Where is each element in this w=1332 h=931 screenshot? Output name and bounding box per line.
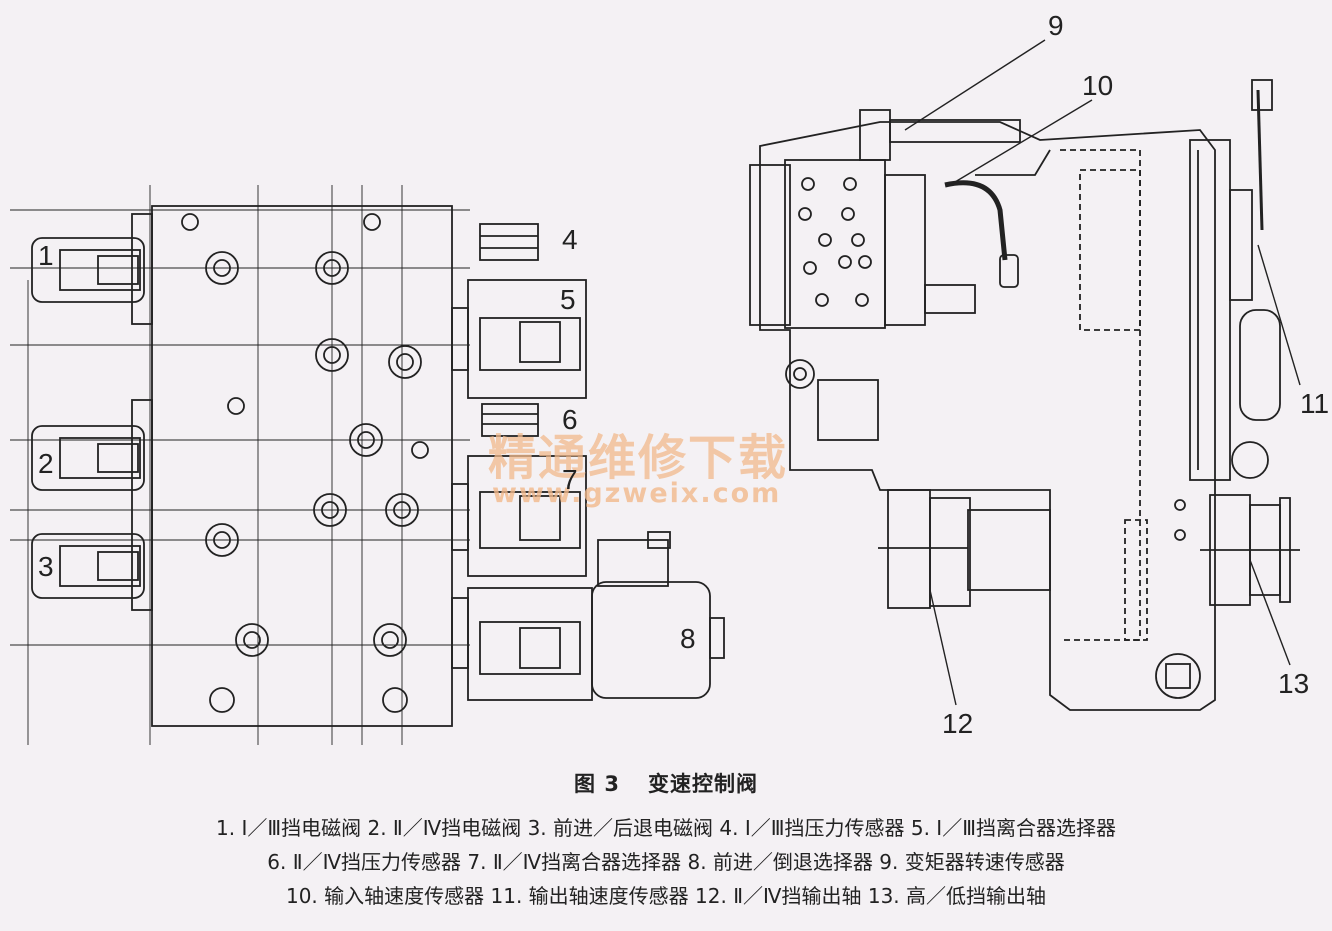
label-11: 11 <box>1300 388 1330 419</box>
valve-block-side <box>749 109 1021 441</box>
legend-line-2: 6. Ⅱ／Ⅳ挡压力传感器 7. Ⅱ／Ⅳ挡离合器选择器 8. 前进／倒退选择器 9… <box>267 850 1065 874</box>
label-3: 3 <box>38 551 54 582</box>
label-1: 1 <box>38 240 54 271</box>
valve-bolts <box>181 213 429 713</box>
label-10: 10 <box>1082 70 1114 101</box>
label-7: 7 <box>562 464 578 495</box>
legend-line-1: 1. Ⅰ／Ⅲ挡电磁阀 2. Ⅱ／Ⅳ挡电磁阀 3. 前进／后退电磁阀 4. Ⅰ／Ⅲ… <box>216 816 1116 840</box>
pressure-sensors <box>479 223 539 437</box>
figure-caption: 图 3 变速控制阀 <box>0 768 1332 798</box>
label-5: 5 <box>560 284 576 315</box>
label-8: 8 <box>680 623 696 654</box>
label-6: 6 <box>562 404 578 435</box>
output-shaft-right <box>1200 494 1300 606</box>
watermark-text: 精通维修下载 <box>488 430 789 486</box>
speed-sensor-cable <box>944 180 1008 261</box>
label-13: 13 <box>1278 668 1310 699</box>
legend-line-3: 10. 输入轴速度传感器 11. 输出轴速度传感器 12. Ⅱ／Ⅳ挡输出轴 13… <box>285 884 1047 908</box>
figure-number: 图 3 <box>574 772 620 796</box>
label-2: 2 <box>38 448 54 479</box>
clutch-selectors <box>451 279 725 701</box>
figure-title: 变速控制阀 <box>647 772 758 796</box>
label-4: 4 <box>562 224 578 255</box>
watermark-url: www.gzweix.com <box>492 478 782 509</box>
output-shaft-left <box>878 489 1051 609</box>
valve-body <box>151 205 453 727</box>
solenoid-valves <box>31 213 153 611</box>
label-9: 9 <box>1048 10 1064 41</box>
label-12: 12 <box>942 708 974 739</box>
control-valve-drawing <box>10 39 1301 745</box>
transmission-housing <box>759 121 1281 711</box>
